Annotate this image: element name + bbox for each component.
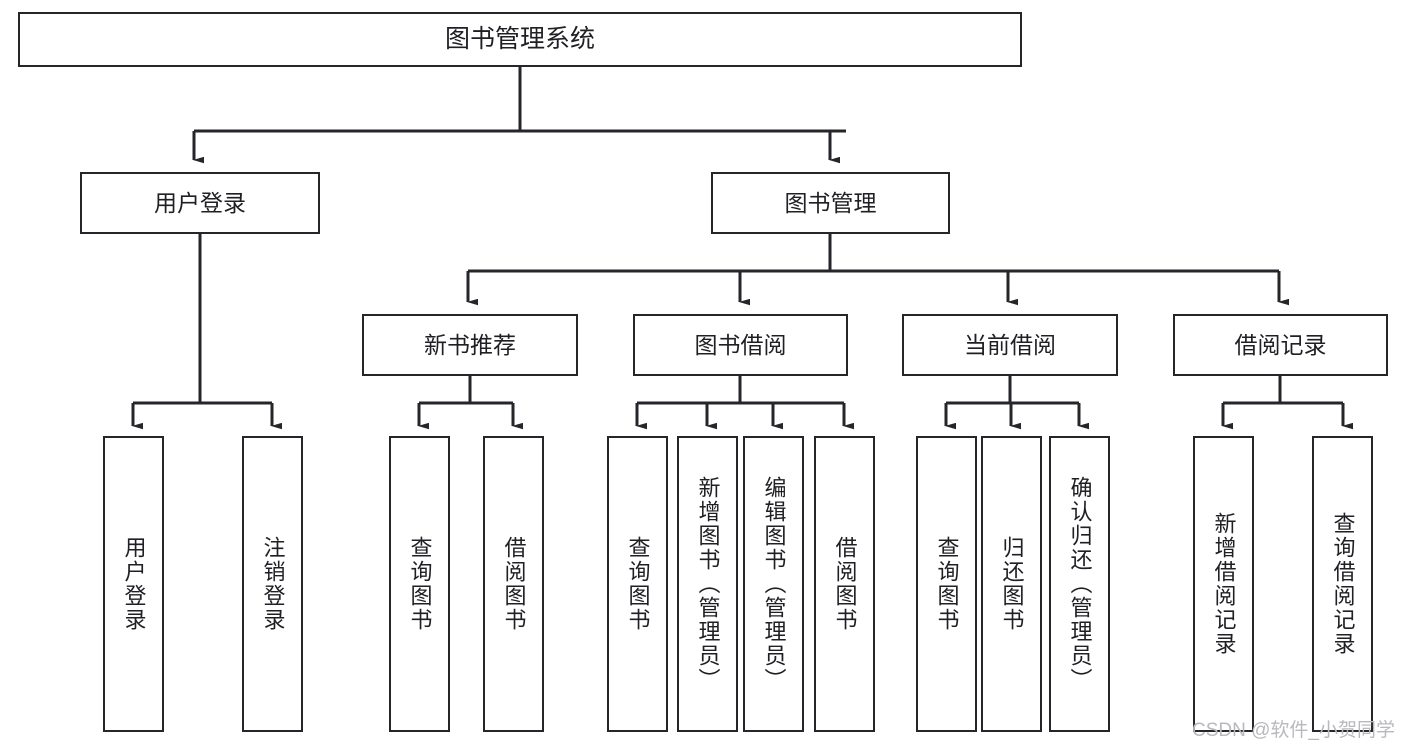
node-leaf-logout[interactable]: 注销登录 (242, 436, 303, 732)
node-leaf-edit-book-label: 编辑图书（管理员） (761, 476, 787, 692)
node-leaf-return-book[interactable]: 归还图书 (981, 436, 1042, 732)
node-leaf-query-book-1-label: 查询图书 (407, 536, 433, 632)
node-leaf-return-book-label: 归还图书 (999, 536, 1025, 632)
node-leaf-query-book-2-label: 查询图书 (625, 536, 651, 632)
node-book-borrow[interactable]: 图书借阅 (633, 314, 848, 376)
node-current-borrow[interactable]: 当前借阅 (902, 314, 1118, 376)
node-user-login[interactable]: 用户登录 (80, 172, 320, 234)
node-new-book-recommend[interactable]: 新书推荐 (362, 314, 578, 376)
node-leaf-query-book-2[interactable]: 查询图书 (607, 436, 668, 732)
node-leaf-add-record-label: 新增借阅记录 (1211, 512, 1237, 656)
node-new-book-recommend-label: 新书推荐 (424, 331, 516, 358)
node-leaf-add-record[interactable]: 新增借阅记录 (1193, 436, 1254, 732)
node-book-borrow-label: 图书借阅 (694, 331, 787, 358)
node-user-login-label: 用户登录 (154, 189, 246, 216)
node-current-borrow-label: 当前借阅 (964, 331, 1056, 358)
node-root-label: 图书管理系统 (444, 25, 595, 53)
node-leaf-query-book-3[interactable]: 查询图书 (916, 436, 977, 732)
node-leaf-confirm-return-label: 确认归还（管理员） (1067, 476, 1093, 692)
node-leaf-borrow-book-1-label: 借阅图书 (501, 536, 527, 632)
node-leaf-query-book-3-label: 查询图书 (934, 536, 960, 632)
node-leaf-query-book-1[interactable]: 查询图书 (389, 436, 450, 732)
node-book-management-label: 图书管理 (784, 189, 877, 216)
node-leaf-add-book-label: 新增图书（管理员） (695, 476, 721, 692)
node-leaf-borrow-book-2-label: 借阅图书 (832, 536, 858, 632)
node-leaf-user-login-label: 用户登录 (121, 536, 147, 632)
node-leaf-logout-label: 注销登录 (260, 536, 286, 632)
node-leaf-borrow-book-1[interactable]: 借阅图书 (483, 436, 544, 732)
node-leaf-edit-book[interactable]: 编辑图书（管理员） (743, 436, 804, 732)
node-leaf-confirm-return[interactable]: 确认归还（管理员） (1049, 436, 1110, 732)
node-leaf-add-book[interactable]: 新增图书（管理员） (677, 436, 738, 732)
node-leaf-query-record[interactable]: 查询借阅记录 (1312, 436, 1373, 732)
node-borrow-record[interactable]: 借阅记录 (1173, 314, 1388, 376)
node-leaf-borrow-book-2[interactable]: 借阅图书 (814, 436, 875, 732)
node-borrow-record-label: 借阅记录 (1234, 331, 1327, 358)
node-leaf-query-record-label: 查询借阅记录 (1330, 512, 1356, 656)
node-book-management[interactable]: 图书管理 (711, 172, 950, 234)
node-leaf-user-login[interactable]: 用户登录 (103, 436, 164, 732)
node-root[interactable]: 图书管理系统 (18, 12, 1022, 67)
